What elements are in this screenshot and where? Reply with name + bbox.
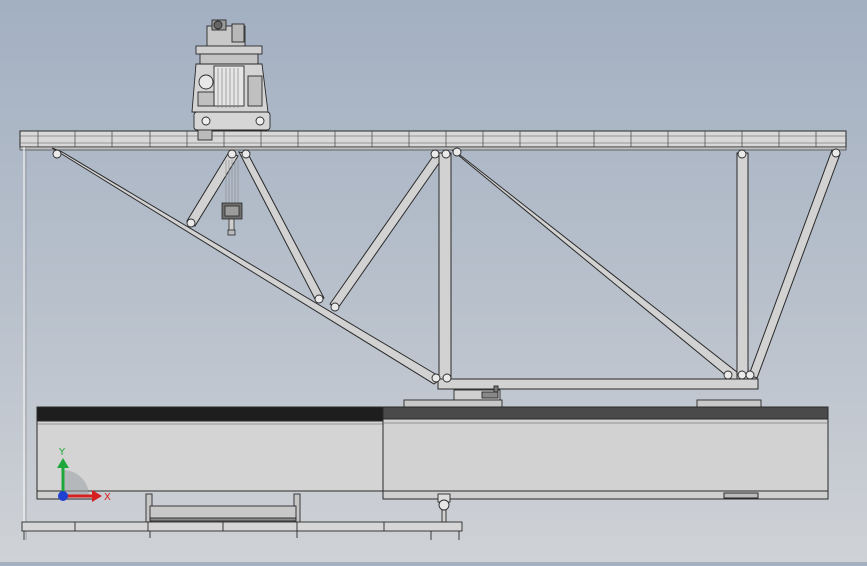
coordinate-triad-icon: Y X [57, 447, 111, 503]
z-axis-dot [58, 491, 68, 501]
top-girder[interactable] [19, 130, 847, 151]
hook-block[interactable] [221, 160, 243, 236]
triad-x-label: X [104, 492, 111, 503]
hoist-trolley[interactable] [191, 19, 271, 141]
triad-y-label: Y [58, 447, 66, 458]
bottom-support-frame[interactable] [21, 493, 463, 540]
deck-girder[interactable] [36, 406, 829, 500]
truss-frame[interactable] [51, 147, 841, 390]
truss-pins [52, 147, 841, 383]
